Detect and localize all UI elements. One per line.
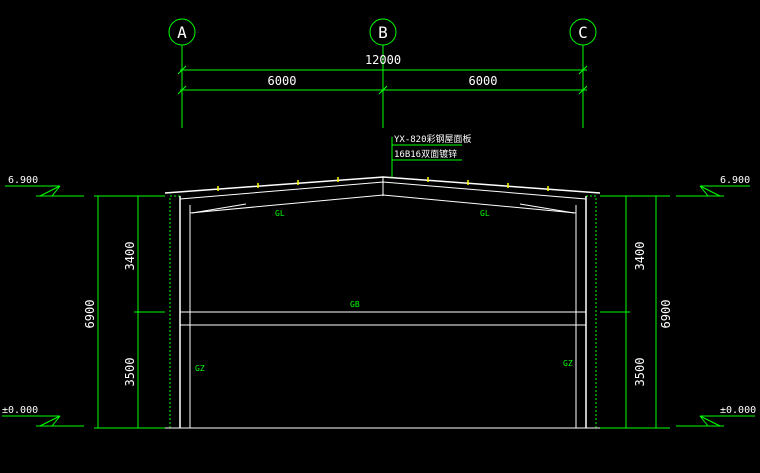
- right-wall-hatch: [585, 195, 597, 429]
- elevation-markers: 6.900 6.900 ±0.000 ±0.000: [2, 175, 756, 427]
- left-knee-brace: [191, 203, 247, 214]
- elev-ground-left: ±0.000: [2, 405, 38, 416]
- left-lower-height: 3500: [123, 358, 137, 387]
- gz-left-label: GZ: [195, 364, 205, 373]
- tick-c-top: [578, 65, 588, 75]
- tick-a-top: [177, 65, 187, 75]
- elev-top-left-triangle: [39, 185, 61, 197]
- roof-note-2: 16B16双面镀锌: [394, 148, 457, 160]
- left-upper-height: 3400: [123, 242, 137, 271]
- rafter-bottom: [189, 194, 577, 214]
- gl-left-label: GL: [275, 209, 285, 218]
- tick-b-span: [378, 85, 388, 95]
- gz-right-label: GZ: [563, 359, 573, 368]
- overall-span-text: 12000: [365, 53, 401, 67]
- axis-markers: A B C: [168, 18, 597, 128]
- elev-ground-left-triangle: [39, 415, 61, 427]
- right-upper-height: 3400: [633, 242, 647, 271]
- elev-top-right: 6.900: [720, 175, 750, 186]
- ridge-notes: YX-820彩钢屋面板 16B16双面镀锌: [391, 133, 472, 178]
- right-total-height: 6900: [659, 300, 673, 329]
- purlins: [217, 177, 549, 191]
- top-dimensions: 12000 6000 6000: [177, 53, 588, 95]
- elev-top-left: 6.900: [8, 175, 38, 186]
- elev-ground-right-triangle: [699, 415, 721, 427]
- gl-right-label: GL: [480, 209, 490, 218]
- left-total-height: 6900: [83, 300, 97, 329]
- right-knee-brace: [519, 203, 575, 214]
- gb-label: GB: [350, 300, 360, 309]
- left-wall-hatch: [169, 195, 181, 429]
- left-span-text: 6000: [268, 74, 297, 88]
- tick-c-span: [578, 85, 588, 95]
- roof-note-1: YX-820彩钢屋面板: [394, 133, 472, 145]
- right-vertical-dims: 3400 6900 3500: [600, 195, 673, 429]
- member-labels: GL GL GB GZ GZ: [195, 209, 573, 373]
- axis-c-label: C: [578, 23, 588, 42]
- right-span-text: 6000: [469, 74, 498, 88]
- building-structure: [164, 176, 601, 429]
- left-vertical-dims: 6900 3400 3500: [83, 195, 165, 429]
- elev-ground-right: ±0.000: [720, 405, 756, 416]
- axis-a-label: A: [177, 23, 187, 42]
- elev-top-right-triangle: [699, 185, 721, 197]
- tick-a-span: [177, 85, 187, 95]
- right-lower-height: 3500: [633, 358, 647, 387]
- axis-b-label: B: [378, 23, 388, 42]
